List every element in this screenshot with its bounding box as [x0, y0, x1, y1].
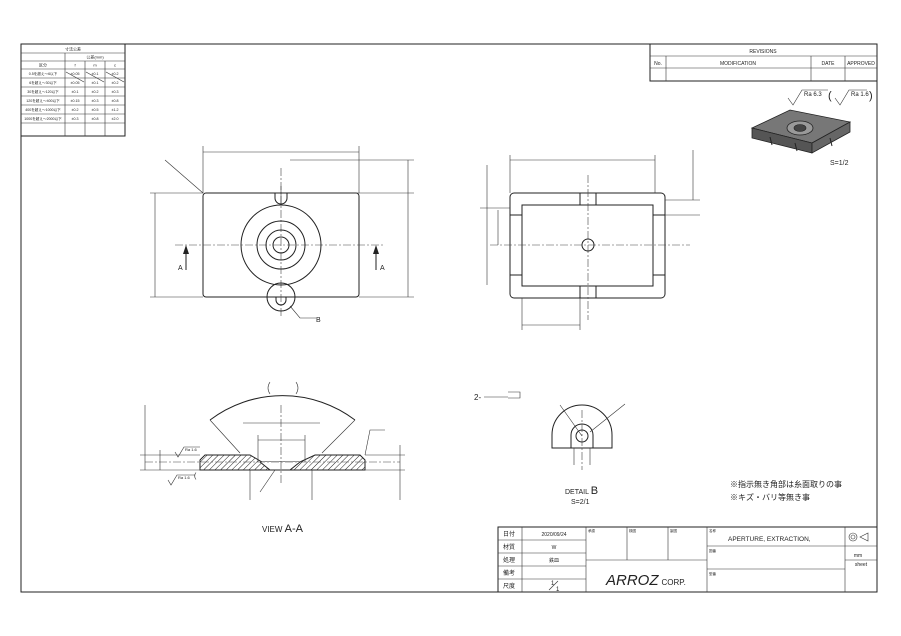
- surface-finish-symbols: Ra 6.3 ( Ra 1.6 ): [787, 89, 873, 106]
- tolerance-cell: ±0.1: [92, 72, 99, 76]
- detail-b-view: 2- DETAIL B S=2/1: [474, 391, 626, 506]
- surface-finish-icon: [174, 446, 200, 458]
- tolerance-cell: ±0.05: [71, 72, 80, 76]
- remarks-label: 備考: [503, 569, 515, 577]
- view-aa-name: A-A: [285, 523, 304, 535]
- tolerance-cell: 1000を超え～2000以下: [24, 116, 62, 121]
- tolerance-col-0: 区分: [39, 62, 47, 68]
- tolerance-cell: ±0.2: [92, 90, 99, 94]
- tolerance-cell: 6を超え～30以下: [29, 80, 57, 85]
- view-aa-label: VIEW A-A: [262, 523, 304, 535]
- tolerance-cell: ±0.8: [112, 99, 119, 103]
- revisions-col-approved: APPROVED: [847, 61, 875, 67]
- isometric-view: S=1/2: [750, 109, 852, 167]
- drawn-label: 承認: [588, 528, 596, 533]
- iso-scale: S=1/2: [830, 160, 849, 167]
- scale-num: 1: [551, 581, 555, 587]
- section-ra-top: Ra 1.6: [185, 447, 198, 452]
- tolerance-col-3: c: [114, 63, 116, 68]
- tolerance-cell: ±2.0: [112, 117, 119, 121]
- name-label: 名称: [709, 528, 717, 533]
- section-ra-bottom: Ra 1.6: [178, 475, 191, 480]
- checked-label: 検図: [629, 528, 637, 533]
- section-arrow-label-right: A: [380, 265, 385, 272]
- date-value: 2020/09/24: [541, 532, 566, 538]
- tolerance-cell: ±0.8: [92, 117, 99, 121]
- revisions-col-modification: MODIFICATION: [720, 61, 756, 67]
- detail-b-callout: B: [316, 317, 321, 324]
- surface-finish-icon: [834, 89, 867, 106]
- tolerance-cell: ±0.1: [72, 90, 79, 94]
- revisions-title: REVISIONS: [749, 49, 777, 55]
- section-view-aa: Ra 1.6 Ra 1.6 ( VIEW A-A: [140, 381, 405, 535]
- company-suffix: CORP.: [662, 578, 686, 587]
- detail-b-label: DETAIL B: [565, 485, 598, 497]
- tolerance-cell: ±0.15: [71, 99, 80, 103]
- tolerance-cell: 30を超え～120以下: [27, 89, 59, 94]
- surface-finish-icon: [787, 89, 828, 106]
- date-label: 日付: [503, 530, 515, 538]
- note-1: ※指示無き角部は糸面取りの事: [730, 479, 842, 489]
- scale-fraction: 1 1: [548, 580, 560, 593]
- drawing-notes: ※指示無き角部は糸面取りの事 ※キズ・バリ等無き事: [730, 479, 842, 502]
- detail-scale: S=2/1: [571, 499, 590, 506]
- title-block: 日付 2020/09/24 材質 W 処理 鉄皿 備考 尺度 1 1 承認 検図…: [497, 526, 878, 593]
- material-value: W: [552, 545, 557, 551]
- surface-main: Ra 6.3: [804, 92, 822, 98]
- scale-den: 1: [556, 587, 560, 593]
- tolerance-cell: ±0.5: [92, 108, 99, 112]
- tolerance-rows: 0.5を超え～6以下 ±0.05 ±0.1 ±0.2 6を超え～30以下 ±0.…: [24, 71, 118, 121]
- tolerance-subheader: 公差(mm): [86, 54, 104, 60]
- material-label: 材質: [503, 543, 515, 551]
- tolerance-col-2: m: [93, 63, 97, 68]
- tolerance-cell: 0.5を超え～6以下: [29, 71, 58, 76]
- tolerance-cell: ±0.2: [112, 72, 119, 76]
- tolerance-title: 寸法公差: [65, 46, 81, 52]
- designed-label: 製図: [670, 528, 678, 533]
- tolerance-cell: ±0.3: [92, 99, 99, 103]
- bottom-view: [480, 150, 700, 330]
- surface-secondary: Ra 1.6: [851, 92, 869, 98]
- tolerance-cell: ±0.2: [112, 81, 119, 85]
- treatment-value: 鉄皿: [549, 557, 559, 564]
- detail-prefix: DETAIL: [565, 489, 591, 496]
- tolerance-cell: 120を超え～400以下: [26, 98, 60, 103]
- unit-label: mm: [854, 553, 862, 559]
- revisions-col-no: No.: [654, 61, 662, 67]
- part-name: APERTURE, EXTRACTION,: [728, 536, 811, 543]
- treatment-label: 処理: [503, 556, 515, 564]
- revisions-table: REVISIONS No. MODIFICATION DATE APPROVED: [649, 43, 878, 82]
- tolerance-col-1: f: [74, 63, 76, 68]
- tolerance-cell: ±0.3: [72, 117, 79, 121]
- surface-finish-icon: [167, 474, 195, 486]
- sheet-border: [20, 43, 878, 593]
- drawing-no-label: 図番: [709, 548, 717, 553]
- tolerance-cell: ±0.3: [112, 90, 119, 94]
- note-2: ※キズ・バリ等無き事: [730, 492, 810, 502]
- surface-open-paren: (: [828, 90, 832, 102]
- tolerance-cell: ±0.1: [92, 81, 99, 85]
- section-arrow-label-left: A: [178, 265, 183, 272]
- chamfer-count: 2-: [474, 393, 481, 402]
- view-aa-prefix: VIEW: [262, 525, 285, 534]
- tolerance-cell: 400を超え～1000以下: [25, 107, 61, 112]
- sheet-label: sheet: [855, 562, 868, 568]
- tolerance-table: 寸法公差 公差(mm) 区分 f m c 0.5を超え～6以下 ±0.05 ±0…: [20, 43, 126, 137]
- surface-close-paren: ): [869, 90, 873, 102]
- tolerance-cell: ±0.2: [72, 108, 79, 112]
- detail-letter: B: [591, 485, 598, 497]
- company-name: ARROZ: [605, 572, 659, 589]
- section-paren: (: [194, 473, 197, 480]
- projection-symbol-icon: [848, 532, 869, 542]
- model-label: 型番: [709, 571, 717, 576]
- revisions-col-date: DATE: [822, 61, 836, 67]
- top-view: B A A: [150, 146, 414, 324]
- tolerance-cell: ±1.2: [112, 108, 119, 112]
- scale-label: 尺度: [503, 582, 515, 590]
- tolerance-cell: ±0.05: [71, 81, 80, 85]
